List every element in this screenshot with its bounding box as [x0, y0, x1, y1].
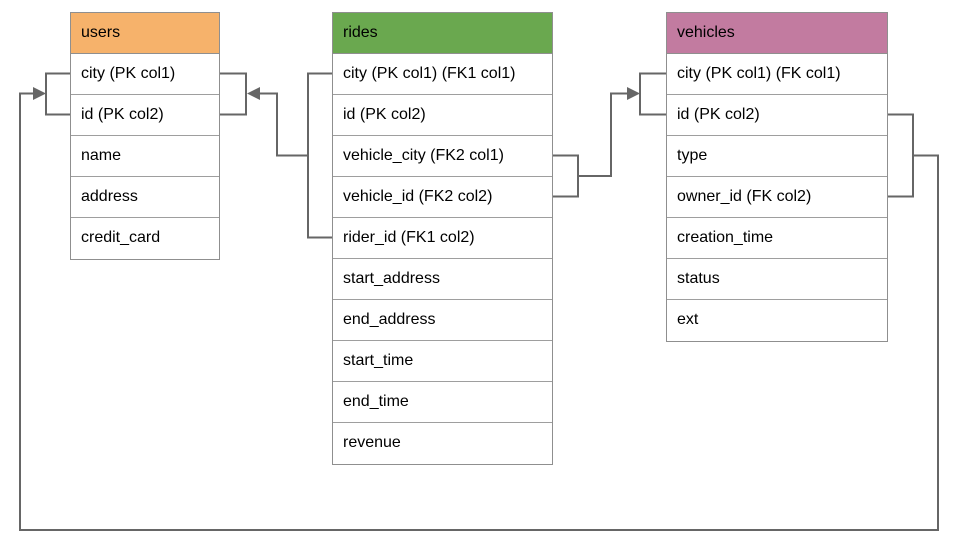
column-row: creation_time [667, 218, 887, 259]
column-row: city (PK col1) (FK col1) [667, 54, 887, 95]
column-row: name [71, 136, 219, 177]
column-row: id (PK col2) [333, 95, 552, 136]
vehicles-left-bracket-line [639, 72, 666, 116]
column-row: vehicle_id (FK2 col2) [333, 177, 552, 218]
column-row: ext [667, 300, 887, 341]
column-row: type [667, 136, 887, 177]
column-row: id (PK col2) [71, 95, 219, 136]
column-row: vehicle_city (FK2 col1) [333, 136, 552, 177]
column-row: revenue [333, 423, 552, 464]
vehicles-right-bracket-line [888, 113, 914, 198]
rides-right-bracket-line [553, 154, 579, 198]
rides-to-users-connector-line [258, 92, 308, 157]
column-row: address [71, 177, 219, 218]
column-row: start_address [333, 259, 552, 300]
table-header-rides: rides [333, 13, 552, 54]
relationship-vehicles-to-users [19, 72, 939, 531]
column-row: id (PK col2) [667, 95, 887, 136]
relationship-rides-to-vehicles [553, 72, 666, 198]
column-row: owner_id (FK col2) [667, 177, 887, 218]
column-row: rider_id (FK1 col2) [333, 218, 552, 259]
column-row: credit_card [71, 218, 219, 259]
relationship-rides-to-users [220, 72, 332, 239]
table-header-users: users [71, 13, 219, 54]
rides-to-vehicles-connector-line [578, 92, 628, 177]
column-row: start_time [333, 341, 552, 382]
vehicles-to-users-connector-line [19, 92, 939, 531]
arrowhead-left-icon [247, 87, 260, 100]
users-left-bracket-line [45, 72, 70, 116]
column-row: end_time [333, 382, 552, 423]
users-right-bracket-line [220, 72, 247, 116]
column-row: city (PK col1) (FK1 col1) [333, 54, 552, 95]
column-row: end_address [333, 300, 552, 341]
arrowhead-right-icon [627, 87, 640, 100]
rides-left-bracket-line [307, 72, 332, 239]
column-row: city (PK col1) [71, 54, 219, 95]
table-header-vehicles: vehicles [667, 13, 887, 54]
arrowhead-right-icon [33, 87, 46, 100]
column-row: status [667, 259, 887, 300]
